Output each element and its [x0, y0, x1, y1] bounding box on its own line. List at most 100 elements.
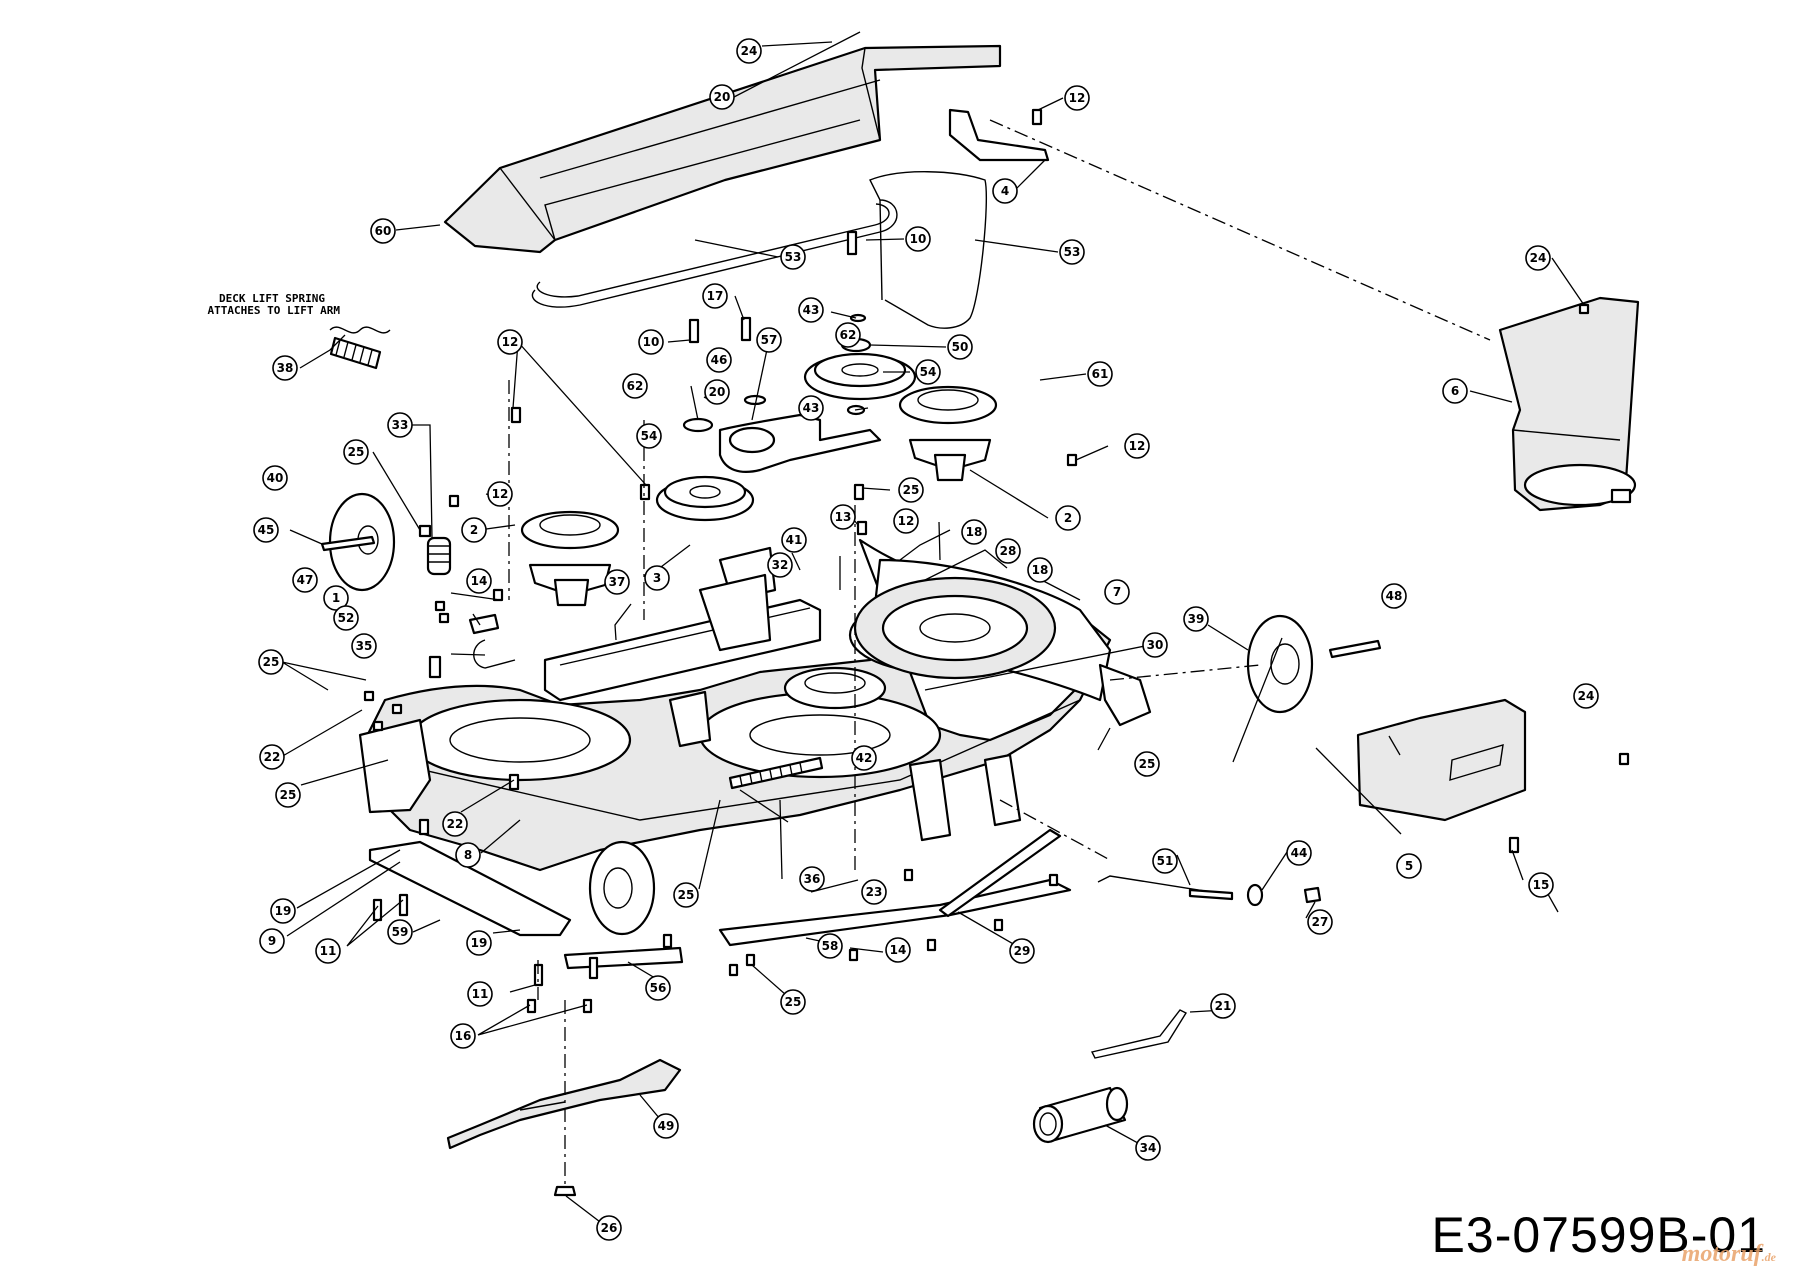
callout-1: 1: [323, 585, 349, 611]
socket-adapter-34: [1032, 1086, 1129, 1144]
svg-text:24: 24: [1530, 251, 1547, 265]
callout-30: 30: [1142, 632, 1168, 658]
drawing-number: E3-07599B-01: [1431, 1207, 1766, 1263]
spindle-left: [520, 510, 620, 607]
callout-25: 25: [780, 989, 806, 1015]
note-line-1: DECK LIFT SPRING: [219, 292, 325, 305]
svg-text:15: 15: [1533, 878, 1550, 892]
svg-text:6: 6: [1451, 384, 1459, 398]
callout-19: 19: [466, 930, 492, 956]
callout-34: 34: [1135, 1135, 1161, 1161]
svg-text:3: 3: [653, 571, 661, 585]
callout-25: 25: [275, 782, 301, 808]
svg-text:38: 38: [277, 361, 294, 375]
callout-43: 43: [798, 297, 824, 323]
callout-41: 41: [781, 527, 807, 553]
svg-text:50: 50: [952, 340, 969, 354]
callout-24: 24: [1525, 245, 1551, 271]
svg-text:25: 25: [280, 788, 297, 802]
svg-text:60: 60: [375, 224, 392, 238]
svg-text:19: 19: [275, 904, 292, 918]
callout-62: 62: [835, 322, 861, 348]
callout-42: 42: [851, 745, 877, 771]
svg-text:27: 27: [1312, 915, 1329, 929]
callout-8: 8: [455, 842, 481, 868]
callout-23: 23: [861, 879, 887, 905]
wheel-front: [588, 840, 656, 936]
svg-text:56: 56: [650, 981, 667, 995]
svg-text:2: 2: [470, 523, 478, 537]
svg-text:20: 20: [714, 90, 731, 104]
callout-44: 44: [1286, 840, 1312, 866]
svg-text:16: 16: [455, 1029, 472, 1043]
svg-text:18: 18: [1032, 563, 1049, 577]
callout-24: 24: [736, 38, 762, 64]
svg-text:13: 13: [835, 510, 852, 524]
baffle-56: [563, 946, 684, 970]
svg-text:62: 62: [840, 328, 857, 342]
callout-36: 36: [799, 866, 825, 892]
callout-14: 14: [466, 568, 492, 594]
svg-text:43: 43: [803, 401, 820, 415]
callout-59: 59: [387, 919, 413, 945]
mower-blade: [446, 1058, 682, 1150]
belt-cover-shield: [443, 44, 1002, 254]
callout-61: 61: [1087, 361, 1113, 387]
svg-text:18: 18: [966, 525, 983, 539]
callout-26: 26: [596, 1215, 622, 1241]
u-bolt-52: [473, 639, 516, 669]
svg-text:24: 24: [741, 44, 758, 58]
callout-25: 25: [898, 477, 924, 503]
svg-text:25: 25: [785, 995, 802, 1009]
idler-bracket-frame: [543, 546, 822, 748]
callout-4: 4: [992, 178, 1018, 204]
callout-12: 12: [487, 481, 513, 507]
callout-16: 16: [450, 1023, 476, 1049]
callout-22: 22: [442, 811, 468, 837]
svg-text:22: 22: [447, 817, 464, 831]
deck-crank-21: [1090, 1009, 1187, 1059]
svg-text:53: 53: [785, 250, 802, 264]
callout-5: 5: [1396, 853, 1422, 879]
side-bracket-5: [1356, 698, 1527, 822]
callout-53: 53: [780, 244, 806, 270]
callout-25: 25: [343, 439, 369, 465]
discharge-chute: [1498, 296, 1640, 512]
callout-43: 43: [798, 395, 824, 421]
callout-11: 11: [467, 981, 493, 1007]
svg-text:12: 12: [492, 487, 509, 501]
svg-text:30: 30: [1147, 638, 1164, 652]
callout-12: 12: [1064, 85, 1090, 111]
callout-22: 22: [259, 744, 285, 770]
svg-text:10: 10: [910, 232, 927, 246]
svg-text:2: 2: [1064, 511, 1072, 525]
svg-text:32: 32: [772, 558, 789, 572]
svg-text:49: 49: [658, 1119, 675, 1133]
wheel-left: [320, 492, 396, 592]
svg-text:11: 11: [320, 944, 337, 958]
svg-text:10: 10: [643, 335, 660, 349]
svg-text:28: 28: [1000, 544, 1017, 558]
callout-12: 12: [893, 508, 919, 534]
callout-37: 37: [604, 569, 630, 595]
svg-text:33: 33: [392, 418, 409, 432]
callout-62: 62: [622, 373, 648, 399]
callout-25: 25: [673, 882, 699, 908]
svg-text:43: 43: [803, 303, 820, 317]
svg-text:7: 7: [1113, 585, 1121, 599]
svg-text:41: 41: [786, 533, 803, 547]
svg-text:54: 54: [920, 365, 937, 379]
callout-49: 49: [653, 1113, 679, 1139]
pulley-group: [655, 313, 917, 522]
spindle-right: [898, 385, 998, 482]
callout-3: 3: [644, 565, 670, 591]
callout-56: 56: [645, 975, 671, 1001]
anti-scalp-bracket: [908, 753, 1022, 842]
svg-text:46: 46: [711, 353, 728, 367]
svg-text:40: 40: [267, 471, 284, 485]
svg-text:29: 29: [1014, 944, 1031, 958]
baffle-58: [718, 878, 1072, 947]
callout-2: 2: [461, 517, 487, 543]
svg-text:23: 23: [866, 885, 883, 899]
callout-46: 46: [706, 347, 732, 373]
